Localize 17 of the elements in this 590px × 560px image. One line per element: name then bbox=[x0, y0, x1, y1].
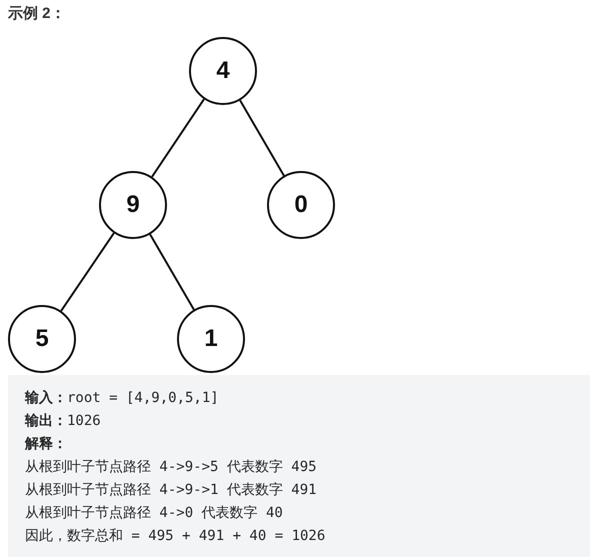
tree-node: 4 bbox=[189, 37, 257, 105]
title: 示例 2： bbox=[8, 4, 66, 24]
text-line: 输入：root = [4,9,0,5,1] bbox=[25, 389, 219, 408]
tree-node: 5 bbox=[8, 305, 76, 373]
branch-line bbox=[239, 100, 285, 176]
text-line: 因此，数字总和 = 495 + 491 + 40 = 1026 bbox=[25, 527, 326, 546]
tree-node: 0 bbox=[267, 171, 335, 239]
text-line: 从根到叶子节点路径 4->9->5 代表数字 495 bbox=[25, 458, 317, 477]
tree-node: 9 bbox=[99, 171, 167, 239]
branch-line bbox=[149, 234, 195, 310]
text-line: 解释： bbox=[25, 435, 67, 454]
branch-line bbox=[151, 98, 205, 178]
text-line: 输出：1026 bbox=[25, 412, 101, 431]
text-line: 从根到叶子节点路径 4->0 代表数字 40 bbox=[25, 504, 283, 523]
text-line: 从根到叶子节点路径 4->9->1 代表数字 491 bbox=[25, 481, 317, 500]
branch-line bbox=[60, 232, 115, 312]
tree-node: 1 bbox=[177, 305, 245, 373]
